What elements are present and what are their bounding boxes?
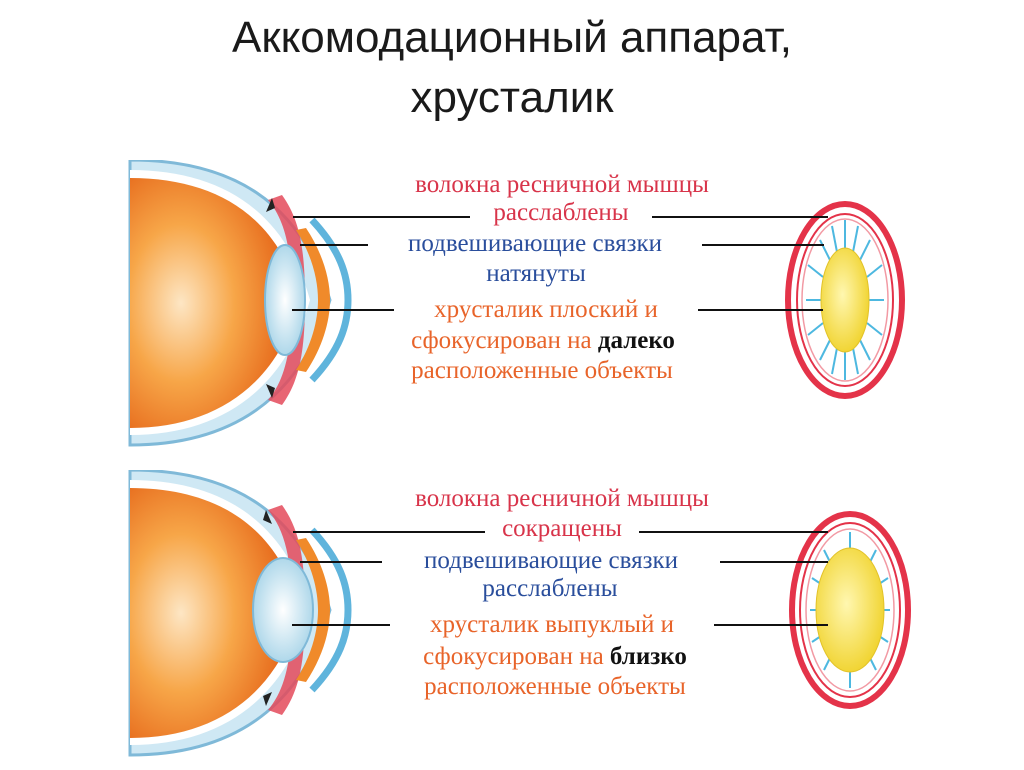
ligaments-state-label: расслаблены [458,574,642,604]
page-title: Аккомодационный аппарат, хрусталик [0,8,1024,128]
zonule-fibers [806,220,884,380]
leader-lines [292,216,828,311]
muscle-state-label: расслаблены [470,198,652,228]
ring-front-view [789,511,911,709]
lens-focus-distance: далеко [597,327,675,354]
far-diagram-graphic [128,160,905,447]
lens-label-line-2: сфокусирован на близко [380,642,730,672]
eye-cross-section [128,470,352,757]
title-line-1: Аккомодационный аппарат, [231,13,793,62]
ligaments-label-line-1: подвешивающие связки [368,229,702,259]
muscle-label-line-1: волокна ресничной мышцы [367,170,757,200]
lens-label-line-3: расположенные объекты [367,356,717,386]
lens-label-line-1: хрусталик выпуклый и [390,610,714,640]
lens-focus-distance: близко [609,643,687,670]
muscle-state-label: сокращены [485,514,639,544]
lens-label-line-2: сфокусирован на далеко [368,326,718,356]
accommodation-far-panel: волокна ресничной мышцы расслаблены подв… [0,160,1024,460]
ligaments-label-line-1: подвешивающие связки [382,546,720,576]
lens-label-line-3: расположенные объекты [380,672,730,702]
leader-lines [292,531,828,626]
near-diagram-graphic [128,470,911,757]
ligaments-state-label: натянуты [459,259,613,289]
title-line-2: хрусталик [410,73,614,122]
muscle-label-line-1: волокна ресничной мышцы [367,484,757,514]
lens-focus-prefix: сфокусирован на [411,327,592,354]
eye-cross-section [128,160,352,447]
lens-focus-prefix: сфокусирован на [423,643,604,670]
accommodation-near-panel: волокна ресничной мышцы сокращены подвеш… [0,470,1024,770]
ring-front-view [785,201,905,399]
lens-label-line-1: хрусталик плоский и [394,295,698,325]
